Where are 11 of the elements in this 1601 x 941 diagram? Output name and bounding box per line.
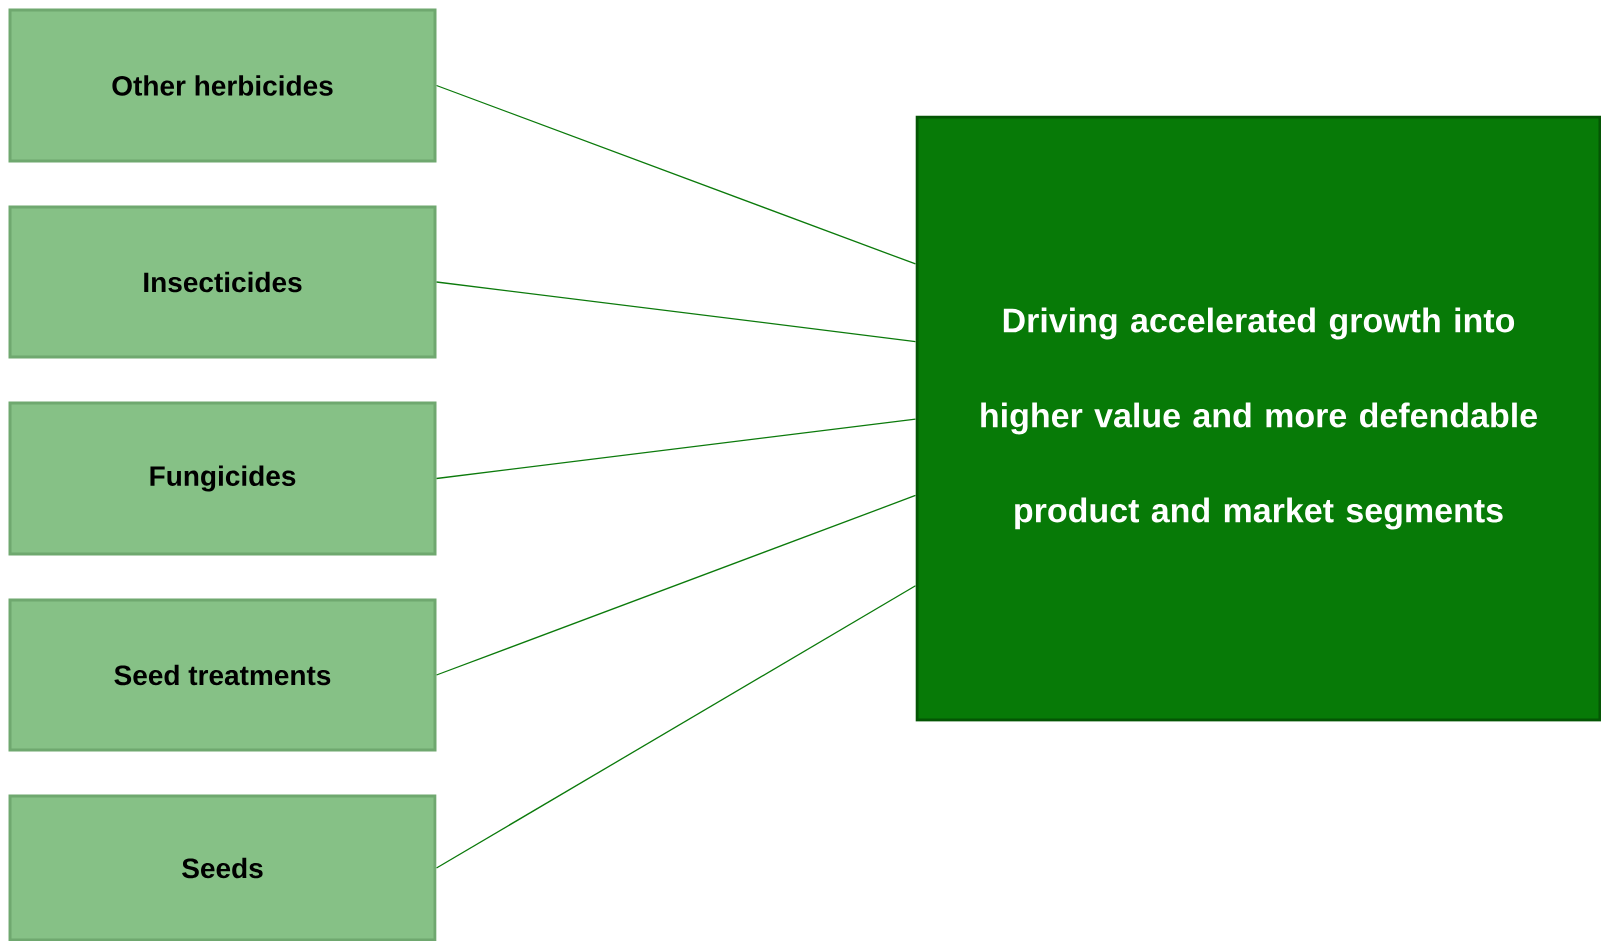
statement-box: Driving accelerated growth into higher value and more defendable product and market segments <box>915 115 1601 722</box>
connector-line <box>435 418 917 480</box>
category-box: Seeds <box>8 794 437 941</box>
connector-line <box>435 494 917 676</box>
category-box: Fungicides <box>8 401 437 556</box>
connector-line <box>435 281 917 343</box>
connector-line <box>435 585 917 869</box>
category-box: Insecticides <box>8 205 437 359</box>
category-box: Seed treatments <box>8 598 437 752</box>
category-box: Other herbicides <box>8 8 437 163</box>
connector-line <box>435 84 917 265</box>
